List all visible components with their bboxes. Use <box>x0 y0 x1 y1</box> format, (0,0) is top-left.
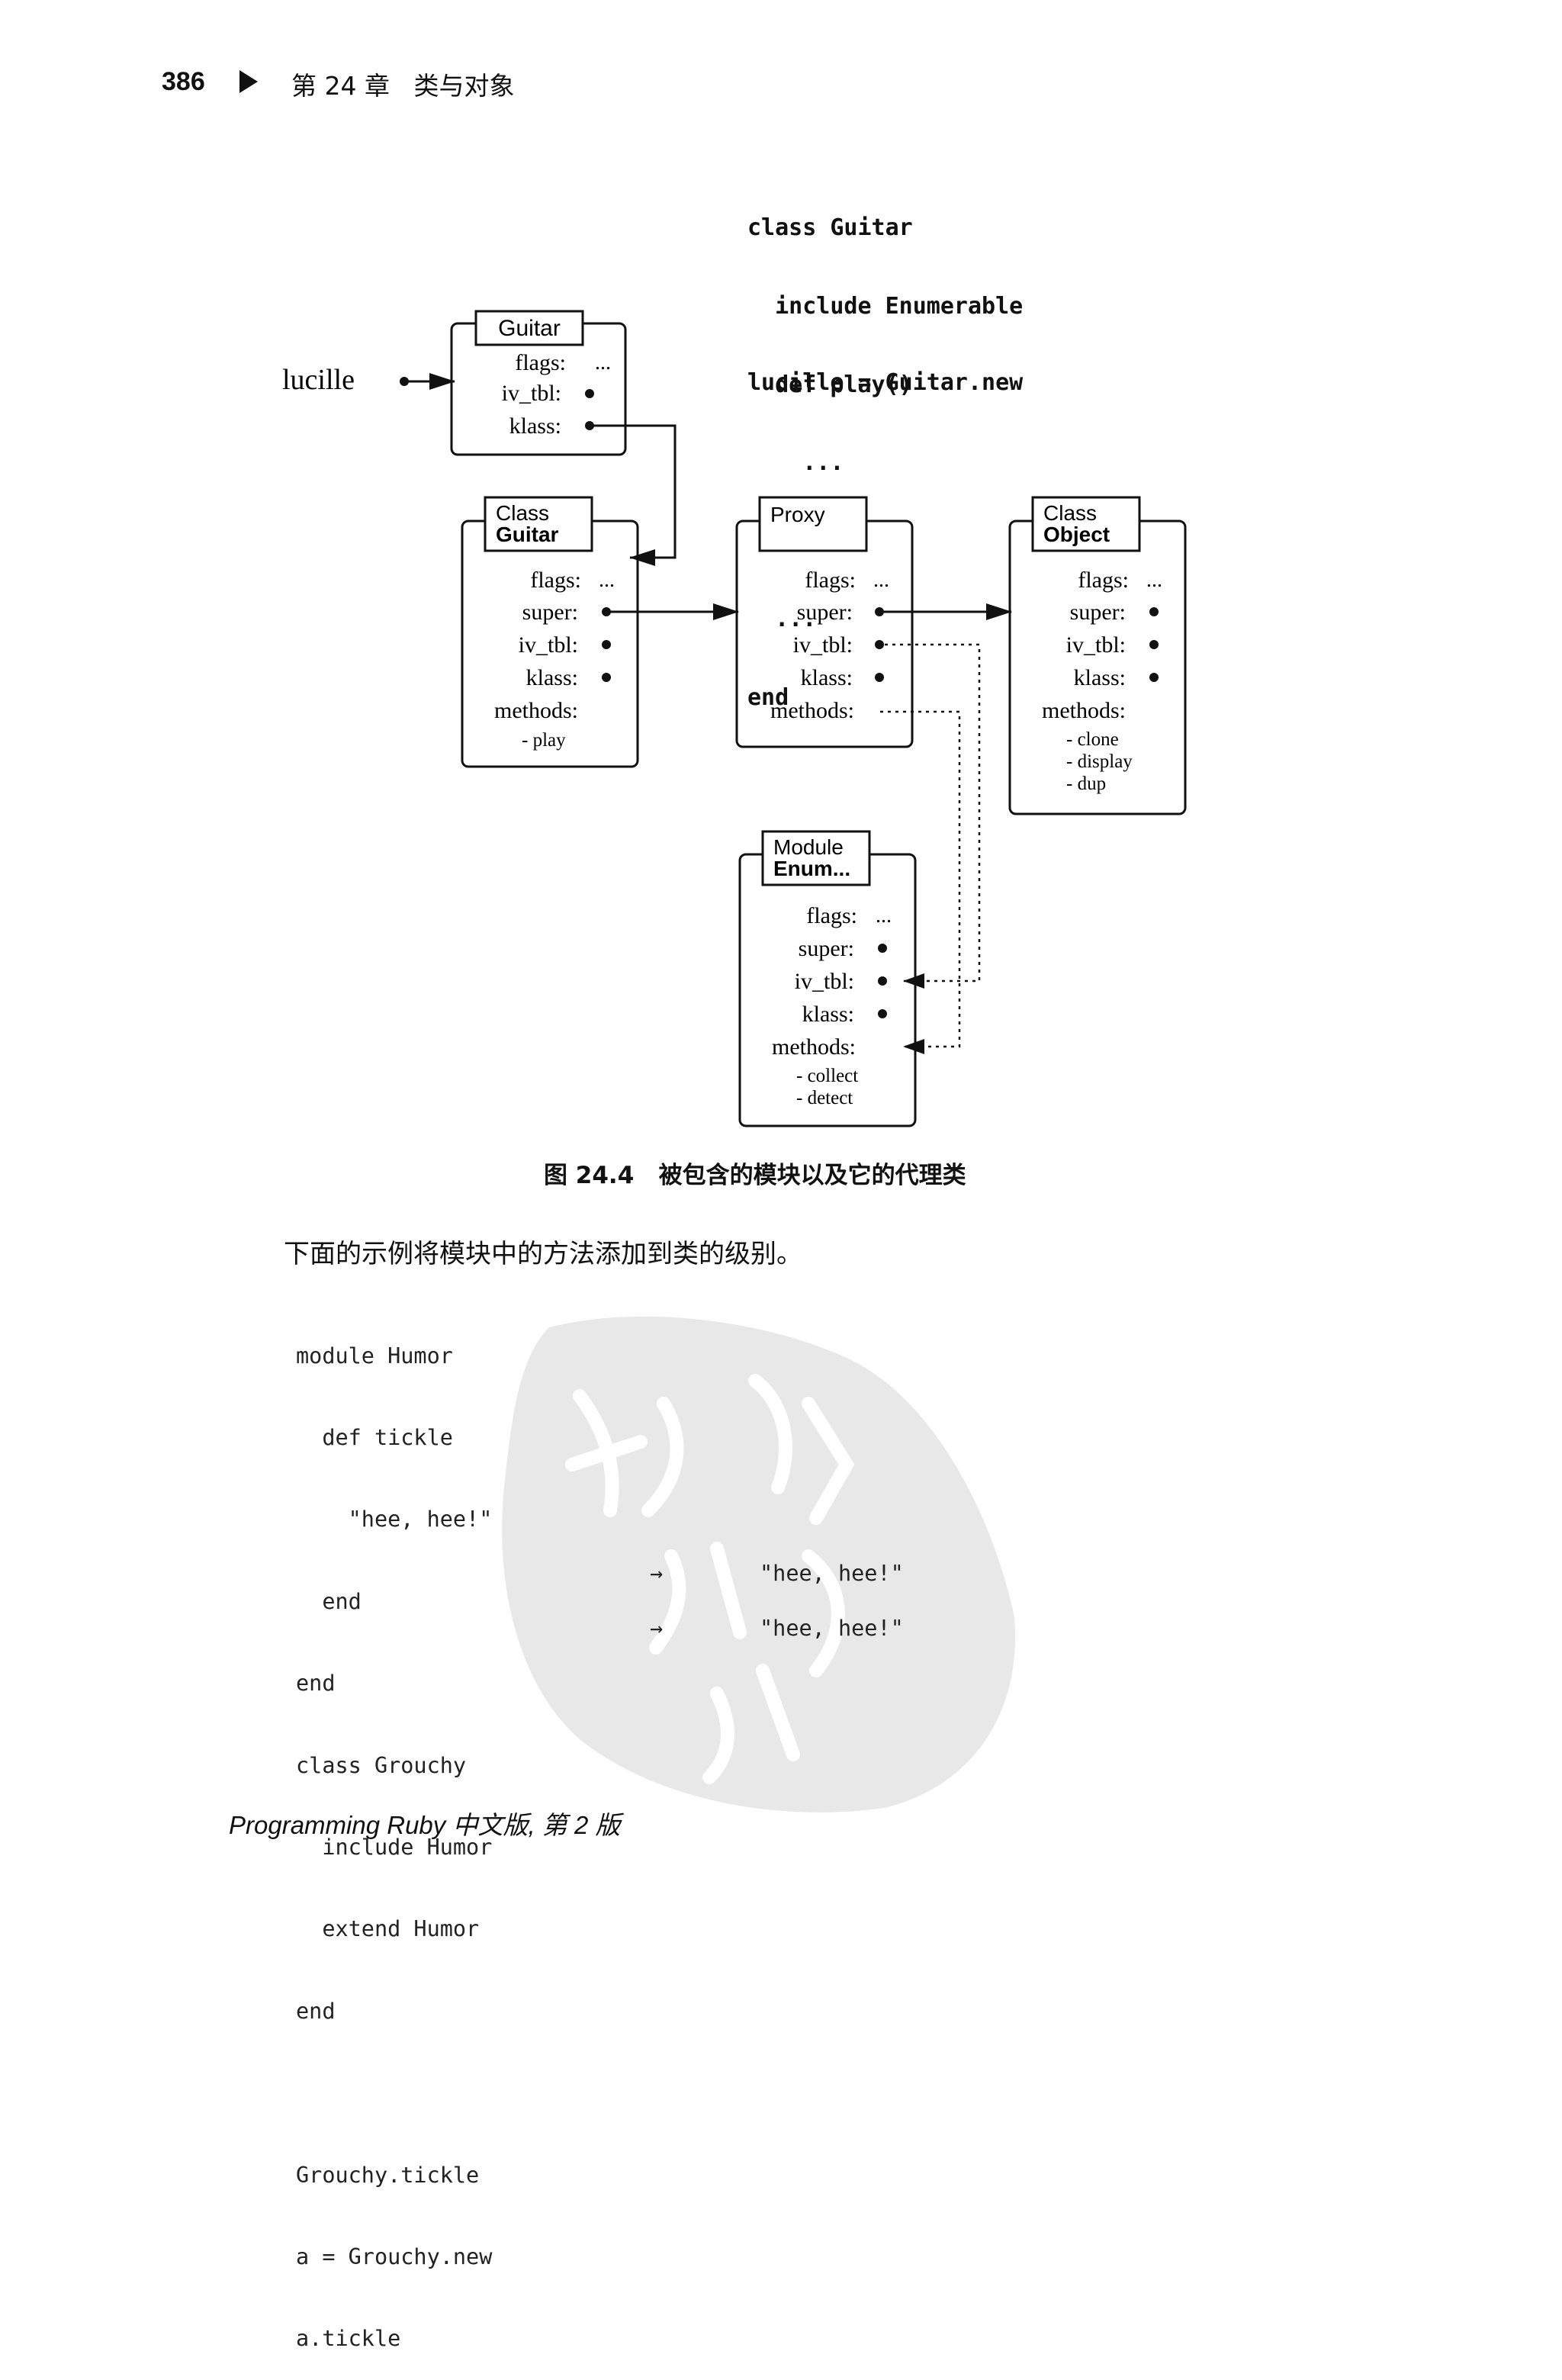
code-line: end <box>747 684 789 712</box>
chapter-title: 第 24 章 类与对象 <box>291 71 515 101</box>
field-name: super: <box>799 936 854 961</box>
box-title-line: Object <box>1043 523 1110 546</box>
field-name: klass: <box>801 665 853 690</box>
book-footer: Programming Ruby 中文版, 第 2 版 <box>229 1811 621 1839</box>
result-arrow: → <box>650 1616 664 1641</box>
code-line: class Guitar <box>747 214 913 242</box>
field-dot <box>878 976 887 986</box>
field-dot <box>878 1009 887 1018</box>
code-line: Grouchy.tickle <box>296 2162 480 2188</box>
guitar-object-box: Guitar flags: ... iv_tbl: klass: <box>450 310 627 456</box>
field-dot <box>878 944 887 953</box>
box-title-line: Enum... <box>773 857 850 880</box>
code-line: def play() <box>747 371 913 398</box>
field-name: iv_tbl: <box>795 969 854 994</box>
field-dot <box>1149 640 1159 649</box>
code-line: include Enumerable <box>747 293 1024 320</box>
field-name: iv_tbl: <box>793 632 853 658</box>
field-dot <box>875 640 884 649</box>
field-value: ... <box>873 568 889 592</box>
field-dot <box>875 673 884 682</box>
play-arrow-icon <box>239 70 258 93</box>
field-name: flags: <box>530 568 581 593</box>
code-line: include Humor <box>296 1834 493 1860</box>
method-name: - display <box>1066 751 1133 772</box>
field-value: ... <box>1146 568 1162 592</box>
code-line: end <box>296 1998 336 2024</box>
box-title-line: Class <box>1043 501 1097 525</box>
method-name: - clone <box>1066 729 1119 750</box>
field-name: klass: <box>802 1002 854 1027</box>
field-name: methods: <box>772 1034 856 1060</box>
field-value: ... <box>599 568 615 592</box>
code-line: module Humor <box>296 1343 453 1368</box>
field-dot <box>602 640 611 649</box>
figure-caption: 图 24.4 被包含的模块以及它的代理类 <box>544 1162 966 1189</box>
field-name: iv_tbl: <box>1066 632 1126 658</box>
field-value: ... <box>876 904 892 928</box>
box-title: Proxy <box>770 503 825 526</box>
field-name: methods: <box>494 698 578 723</box>
method-name: - play <box>522 730 566 751</box>
method-name: - dup <box>1066 774 1106 794</box>
field-dot <box>602 673 611 682</box>
code-line: "hee, hee!" <box>296 1507 493 1533</box>
module-enum-box: Module Enum... flags: ... super: iv_tbl:… <box>738 830 917 1127</box>
field-name: flags: <box>1078 568 1129 593</box>
proxy-box: Proxy flags: ... super: iv_tbl: klass: m… <box>735 496 914 748</box>
box-title-line: Guitar <box>496 523 559 546</box>
field-name: iv_tbl: <box>502 381 561 406</box>
code-line: ... <box>747 606 817 633</box>
field-name: super: <box>522 600 578 625</box>
field-name: super: <box>797 600 853 625</box>
arrow-head <box>903 973 924 989</box>
code-line: end <box>296 1588 362 1614</box>
code-line: def tickle <box>296 1424 453 1450</box>
field-dot <box>1149 673 1159 682</box>
field-name: klass: <box>1074 665 1126 690</box>
code-assignment: lucille = Guitar.new <box>747 369 1024 396</box>
class-guitar-box: Class Guitar flags: ... super: iv_tbl: k… <box>461 496 639 768</box>
watermark-seal <box>502 1316 1016 1812</box>
field-dot <box>585 389 594 398</box>
class-object-box: Class Object flags: ... super: iv_tbl: k… <box>1008 496 1187 815</box>
result-arrow: → <box>650 1561 664 1586</box>
code-line: extend Humor <box>296 1916 480 1942</box>
result-value: "hee, hee!" <box>760 1561 904 1586</box>
body-paragraph: 下面的示例将模块中的方法添加到类的级别。 <box>284 1239 802 1269</box>
field-name: iv_tbl: <box>519 632 578 658</box>
klass-arrow <box>590 424 677 566</box>
arrow-head <box>903 1039 924 1054</box>
iv-tbl-dotted-link <box>885 643 981 983</box>
method-name: - detect <box>796 1088 853 1108</box>
variable-lucille: lucille <box>282 364 355 396</box>
field-name: klass: <box>526 665 578 690</box>
field-name: methods: <box>770 698 854 723</box>
code-line: a.tickle <box>296 2326 401 2352</box>
field-value: ... <box>595 351 611 375</box>
field-name: super: <box>1070 600 1126 625</box>
methods-dotted-link <box>880 710 961 1048</box>
method-name: - collect <box>796 1066 858 1086</box>
code-line <box>296 2079 492 2107</box>
field-name: flags: <box>805 568 856 593</box>
code-line: a = Grouchy.new <box>296 2243 493 2269</box>
box-title: Guitar <box>498 316 561 341</box>
page-number: 386 <box>162 67 205 96</box>
box-title-line: Class <box>496 501 549 525</box>
field-name: klass: <box>509 413 561 439</box>
code-line: ... <box>747 449 844 477</box>
field-name: methods: <box>1042 698 1126 723</box>
object-diagram: lucille Guitar flags: ... iv_tbl: klass:… <box>282 310 1187 1127</box>
code-top: class Guitar include Enumerable def play… <box>747 163 1023 737</box>
field-dot <box>1149 607 1159 616</box>
field-name: flags: <box>515 350 566 375</box>
code-line: class Grouchy <box>296 1752 467 1778</box>
result-value: "hee, hee!" <box>760 1616 904 1641</box>
box-title-line: Module <box>773 835 844 859</box>
code-line: end <box>296 1671 336 1697</box>
field-name: flags: <box>806 903 857 928</box>
